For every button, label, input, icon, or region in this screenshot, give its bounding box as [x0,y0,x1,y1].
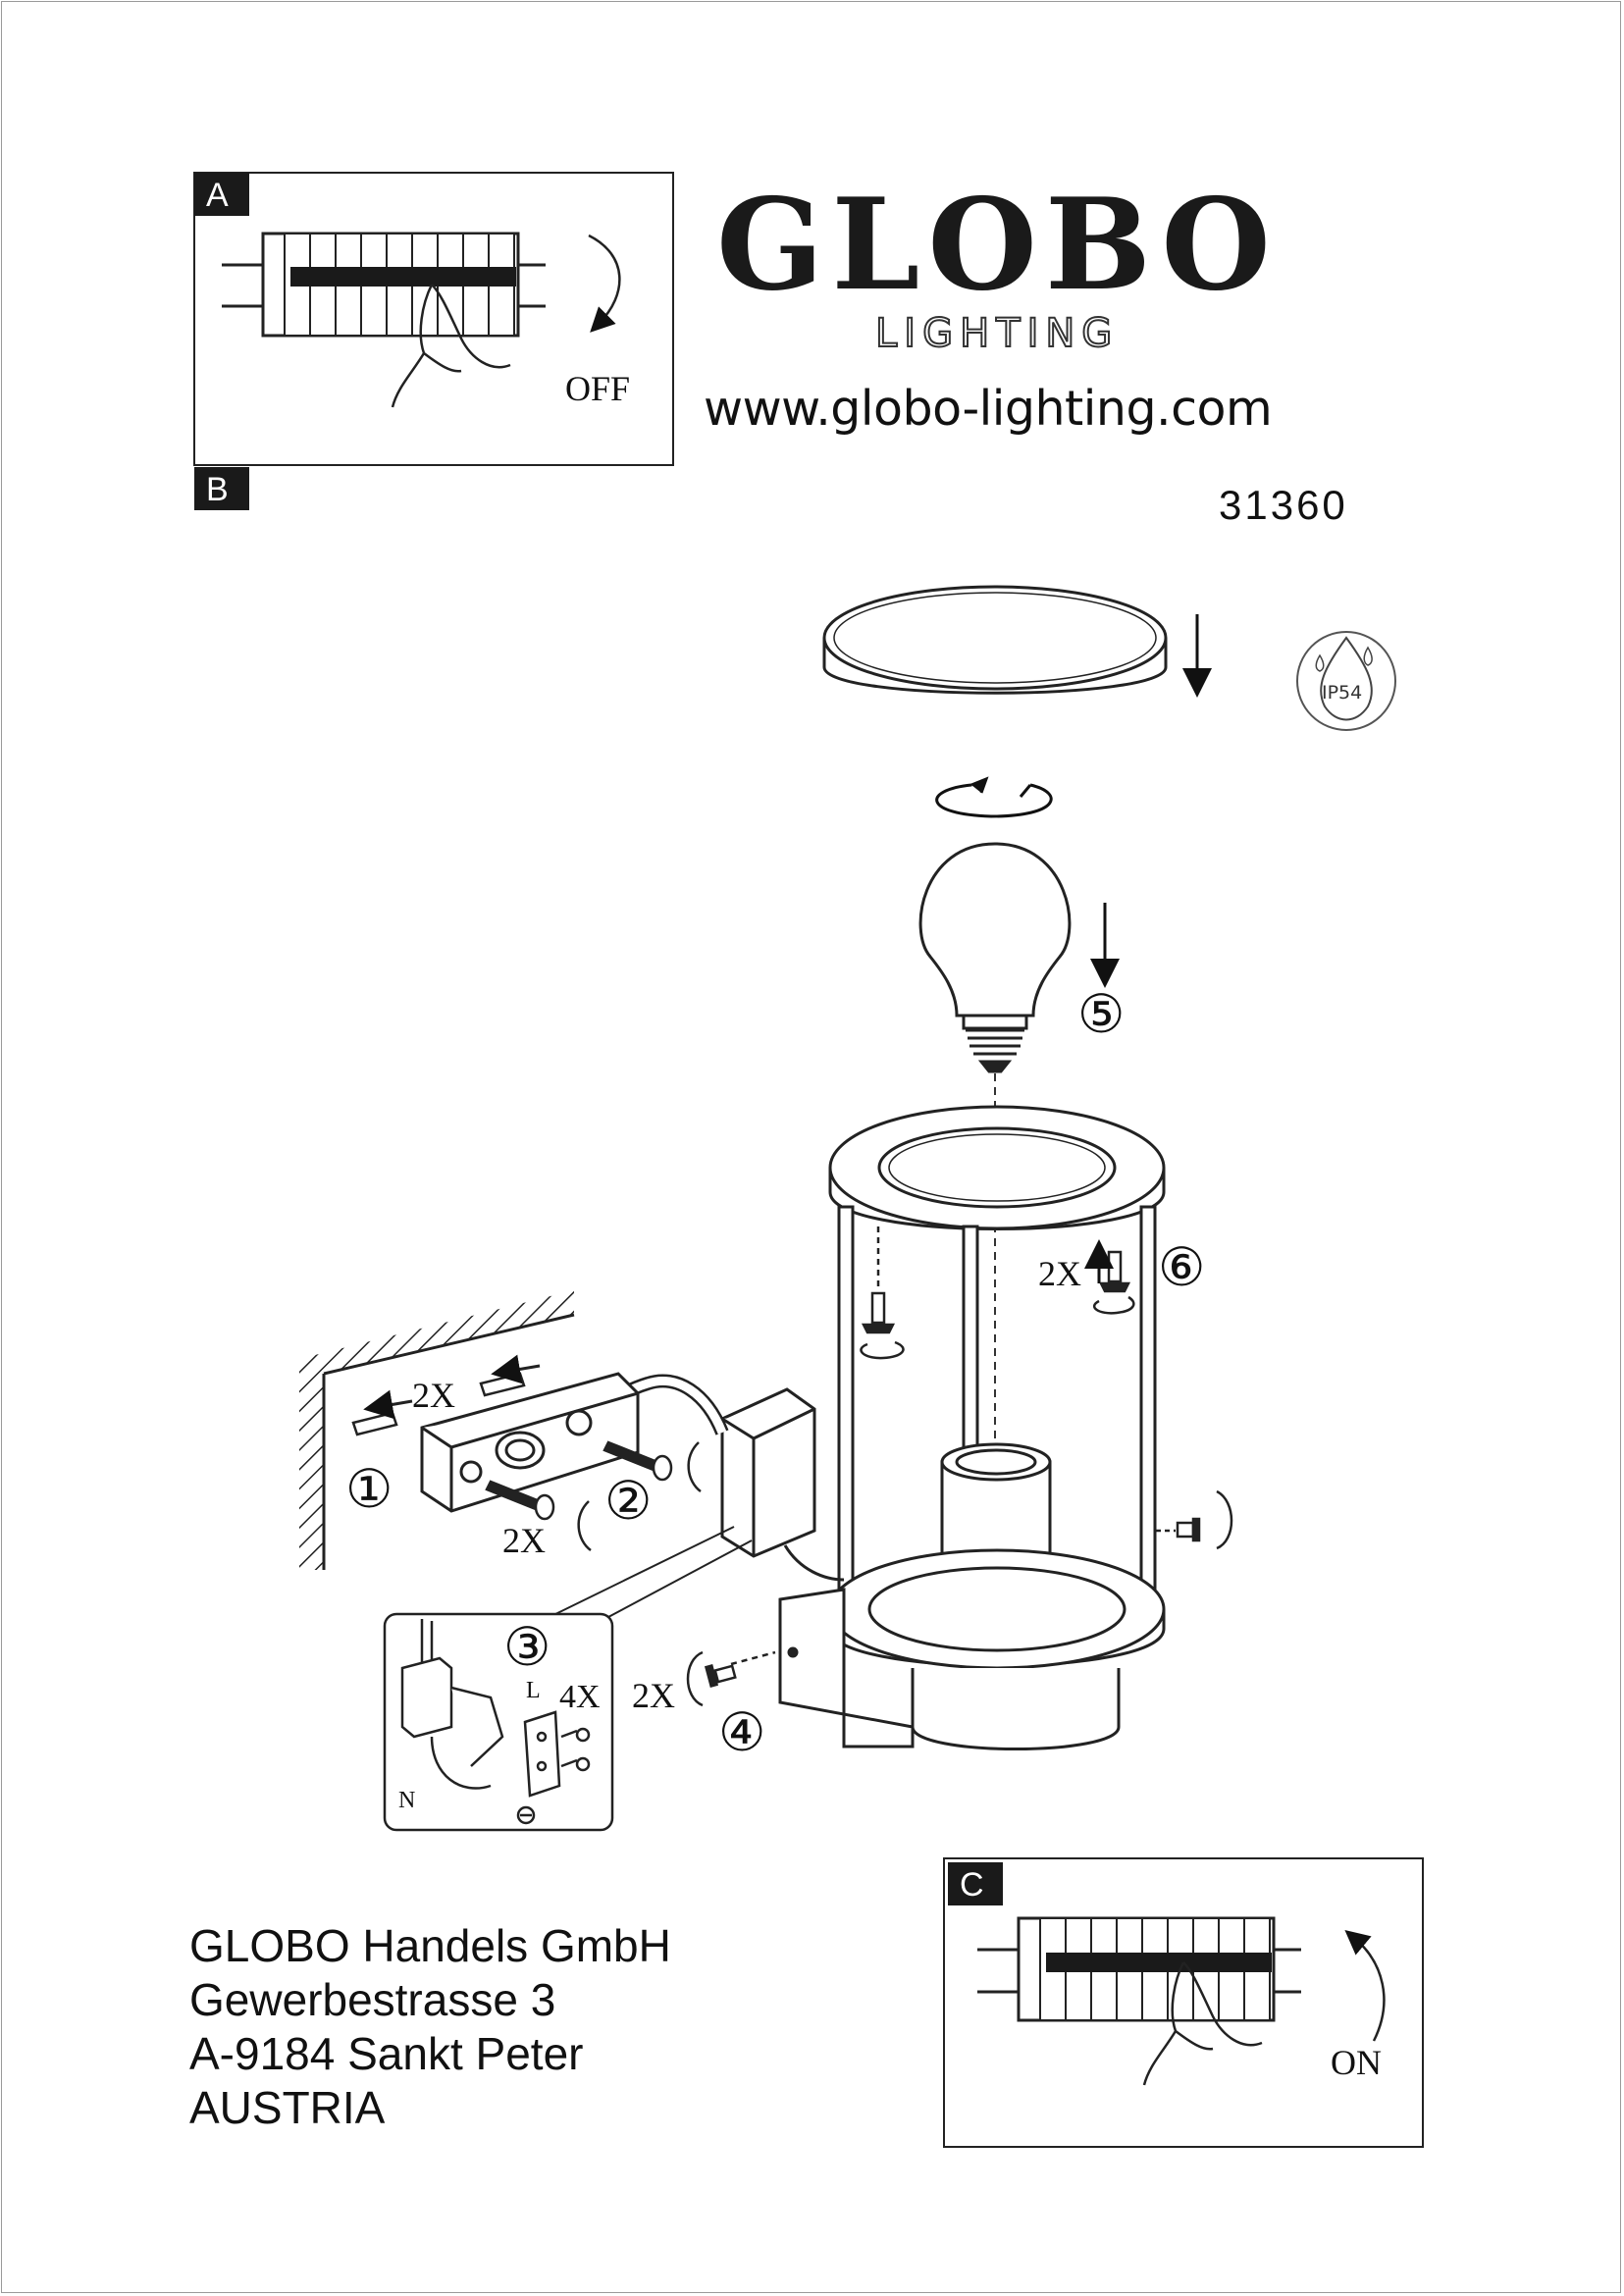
top-screws [860,1226,1135,1360]
wall-section [299,1290,575,1570]
wire-neutral-label: N [398,1788,415,1813]
brand-logo: GLOBO [716,172,1279,319]
top-screws-quantity: 2X [1038,1254,1081,1293]
mounting-bracket [420,1372,640,1513]
panel-a-switch-off: A OFF [193,172,674,466]
model-number: 31360 [1219,482,1348,528]
step-2-label: ② [604,1472,652,1531]
step-4-label: ④ [718,1703,765,1762]
panel-c-letter: C [960,1866,984,1904]
side-screws-left [686,1650,776,1707]
step-6-label: ⑥ [1158,1238,1205,1297]
website-url: www.globo-lighting.com [704,381,1273,437]
panel-c-switch-on: C ON [943,1857,1424,2148]
side-screw-right [1156,1489,1233,1550]
address-city: A-9184 Sankt Peter [189,2028,584,2079]
bracket-screws [485,1440,702,1552]
ip-rating-label: IP54 [1322,682,1362,704]
address-company: GLOBO Handels GmbH [189,1920,671,1971]
light-bulb [918,842,1072,1073]
address-street: Gewerbestrasse 3 [189,1974,556,2025]
step-5-label: ⑤ [1077,985,1125,1044]
top-cover-disc [822,585,1168,695]
panel-b-tab: B [194,467,249,510]
wall-plugs [351,1354,541,1436]
panel-a-off-label: OFF [565,369,630,408]
wire-live-label: L [526,1678,541,1703]
screws-quantity: 2X [502,1521,546,1560]
address-country: AUSTRIA [189,2082,386,2133]
wiring-inset: ③ 4X L N [383,1526,753,1832]
step-3-label: ③ [503,1618,550,1677]
panel-c-on-label: ON [1331,2043,1382,2082]
lantern-body [778,1105,1166,1750]
panel-a-letter: A [206,177,229,214]
ip54-badge: IP54 [1296,631,1396,731]
panel-b-letter: B [206,471,229,508]
wire-screws-quantity: 4X [559,1679,601,1715]
side-screws-quantity: 2X [632,1676,675,1715]
step-1-label: ① [345,1460,393,1519]
plugs-quantity: 2X [412,1376,455,1415]
rotate-arrow [935,776,1053,818]
brand-subtitle: LIGHTING [874,311,1120,356]
company-address: GLOBO Handels GmbH Gewerbestrasse 3 A-91… [189,1919,671,2135]
